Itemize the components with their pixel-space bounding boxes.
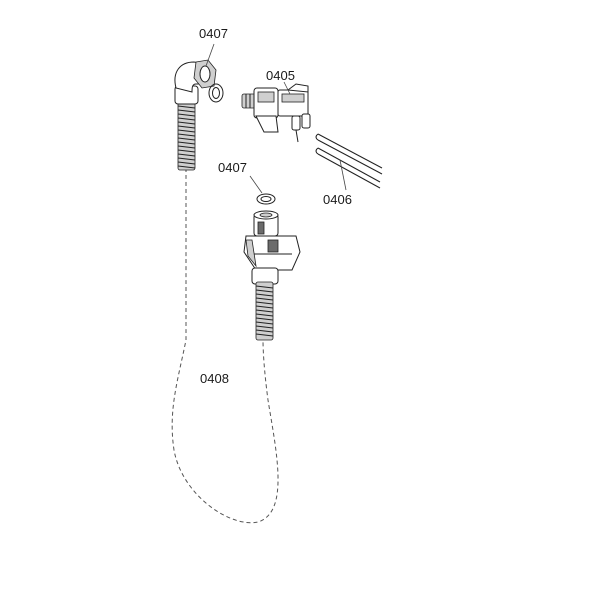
hose-ring <box>177 129 196 133</box>
hose-ring <box>177 165 196 169</box>
upper-hose-assembly <box>174 59 217 171</box>
pipe-set <box>315 133 383 189</box>
seal-ring-middle <box>256 193 276 205</box>
hose-ring <box>177 113 196 117</box>
hose-ring <box>255 317 274 321</box>
hose-ring <box>177 137 196 141</box>
hose-ring <box>255 289 274 293</box>
lower-hose-assembly <box>243 210 301 341</box>
upper-hose-corrugation <box>177 105 196 169</box>
hose-ring <box>177 161 196 165</box>
hose-ring <box>255 285 274 289</box>
hose-ring <box>177 109 196 113</box>
leader-pipes <box>339 159 347 191</box>
seal-ring-top <box>208 83 224 103</box>
hose-ring <box>255 321 274 325</box>
hose-ring <box>255 313 274 317</box>
hose-ring <box>177 121 196 125</box>
label-seal-mid: 0407 <box>218 160 247 175</box>
hose-ring <box>255 325 274 329</box>
leader-valve <box>283 81 291 95</box>
valve-outlet-1 <box>291 115 301 131</box>
elbow-nut-bore <box>199 65 211 83</box>
valve-bracket <box>255 115 279 133</box>
hose-ring <box>255 293 274 297</box>
label-seal-top: 0407 <box>199 26 228 41</box>
hose-ring <box>177 145 196 149</box>
hose-ring <box>255 333 274 337</box>
valve-assembly <box>241 83 311 143</box>
hose-ring <box>177 133 196 137</box>
hose-ring <box>177 125 196 129</box>
hose-ring <box>255 301 274 305</box>
hose-ring <box>177 105 196 109</box>
hose-ring <box>255 309 274 313</box>
hose-ring <box>177 157 196 161</box>
valve-outlet-2 <box>301 113 311 129</box>
hose-dashed-path <box>171 168 279 524</box>
hose-ring <box>177 153 196 157</box>
lower-hose-corrugation <box>255 285 274 337</box>
hose-ring <box>255 305 274 309</box>
label-valve: 0405 <box>266 68 295 83</box>
lower-fitting-body <box>243 235 301 271</box>
hose-ring <box>177 149 196 153</box>
leader-seal-top <box>205 43 215 67</box>
label-hose: 0408 <box>200 371 229 386</box>
label-pipes: 0406 <box>323 192 352 207</box>
hose-ring <box>255 297 274 301</box>
hose-ring <box>177 141 196 145</box>
hose-ring <box>177 117 196 121</box>
hose-ring <box>255 329 274 333</box>
leader-seal-mid <box>249 175 263 194</box>
